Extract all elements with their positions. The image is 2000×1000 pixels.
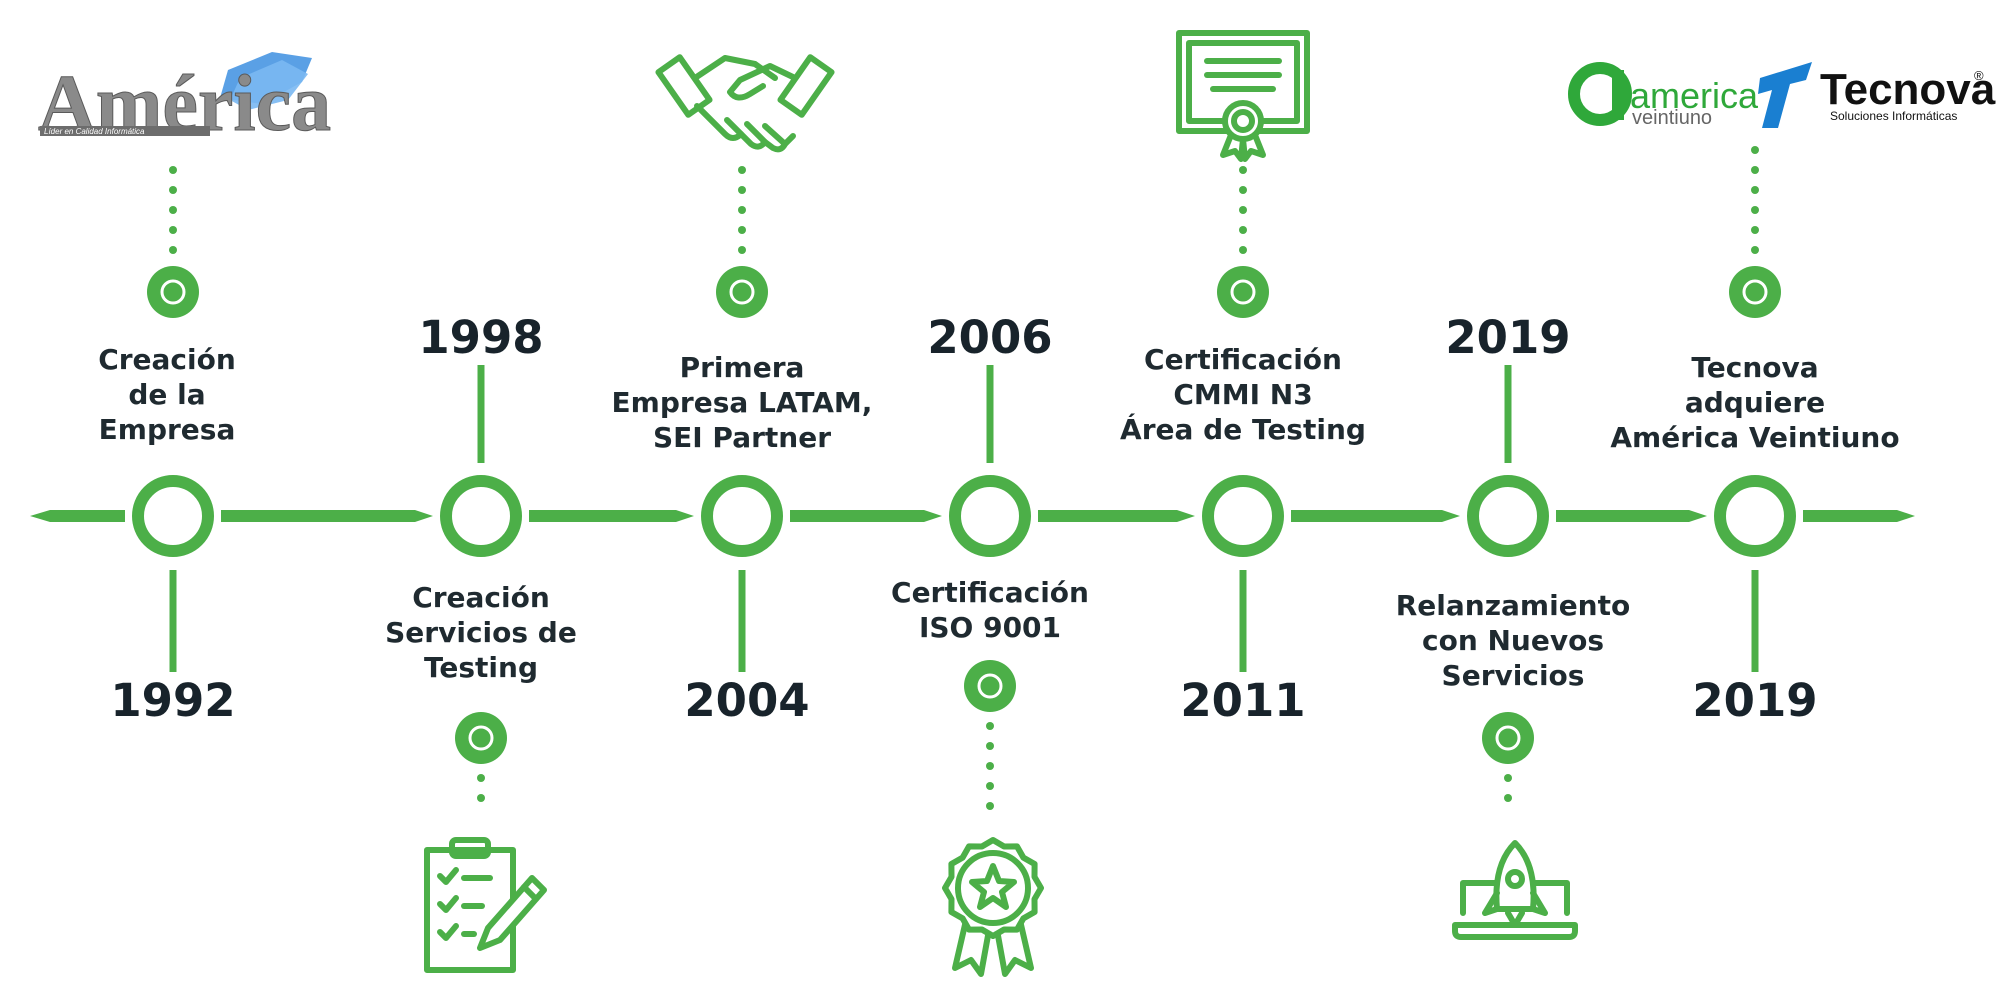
label-2019-acquisition: Tecnova adquiere América Veintiuno: [1610, 351, 1900, 454]
dot-2011: [1239, 226, 1247, 234]
dot-1992: [169, 246, 177, 254]
timeline-stems: [169, 365, 1759, 672]
small-node-1992: [147, 266, 199, 318]
dot-2004: [738, 226, 746, 234]
dot-1992: [169, 186, 177, 194]
dot-2004: [738, 206, 746, 214]
label-1998: Creación Servicios de Testing: [385, 581, 577, 684]
tecnova-registered-mark: ®: [1974, 68, 1984, 83]
main-node-2019-acquisition: [1714, 475, 1796, 557]
stem-2004: [738, 570, 746, 672]
tecnova-tagline: Soluciones Informáticas: [1830, 109, 1957, 123]
dot-2011: [1239, 206, 1247, 214]
year-2006: 2006: [927, 311, 1053, 364]
small-node-center-2019-acquisition: [1742, 279, 1768, 305]
clipboard-checklist-icon: [424, 837, 547, 973]
year-2011: 2011: [1180, 674, 1306, 727]
america-veintiuno-top: america: [1630, 75, 1759, 116]
handshake-icon: [655, 54, 835, 153]
dotted-connectors: [169, 146, 1759, 810]
dot-1992: [169, 206, 177, 214]
year-2004: 2004: [684, 674, 810, 727]
dot-2011: [1239, 186, 1247, 194]
america-xxi-tagline: Líder en Calidad Informática: [44, 127, 145, 136]
label-2019-relaunch: Relanzamiento con Nuevos Servicios: [1395, 589, 1631, 692]
main-node-1992: [132, 475, 214, 557]
small-node-2011: [1217, 266, 1269, 318]
dot-2006: [986, 782, 994, 790]
axis-segment-2: [529, 510, 694, 522]
small-node-center-1998: [468, 725, 494, 751]
dot-2004: [738, 246, 746, 254]
label-2006: Certificación ISO 9001: [891, 576, 1089, 644]
axis-segment-3: [790, 510, 942, 522]
stem-2019-acquisition: [1751, 570, 1759, 672]
small-node-center-2019-relaunch: [1495, 725, 1521, 751]
small-node-center-2004: [729, 279, 755, 305]
label-2004: Primera Empresa LATAM, SEI Partner: [611, 351, 873, 454]
stem-1992: [169, 570, 177, 672]
axis-segment-6: [1556, 510, 1707, 522]
axis-segment-0: [30, 510, 125, 522]
dot-2019-acquisition: [1751, 206, 1759, 214]
dot-2019-acquisition: [1751, 246, 1759, 254]
dot-2006: [986, 762, 994, 770]
stem-2006: [986, 365, 994, 463]
main-node-2019-relaunch: [1467, 475, 1549, 557]
axis-segment-7: [1803, 510, 1915, 522]
small-node-2019-acquisition: [1729, 266, 1781, 318]
year-2019-relaunch: 2019: [1445, 311, 1571, 364]
year-2019-acquisition: 2019: [1692, 674, 1818, 727]
certificate-icon: [1176, 30, 1310, 162]
small-node-2006: [964, 660, 1016, 712]
year-1998: 1998: [418, 311, 544, 364]
year-1992: 1992: [110, 674, 236, 727]
dot-2019-acquisition: [1751, 166, 1759, 174]
dot-2019-acquisition: [1751, 186, 1759, 194]
dot-2019-relaunch: [1504, 794, 1512, 802]
main-node-1998: [440, 475, 522, 557]
label-1992: Creación de la Empresa: [98, 343, 236, 446]
stem-2019-relaunch: [1504, 365, 1512, 463]
small-node-center-1992: [160, 279, 186, 305]
tecnova-wordmark: Tecnova: [1820, 65, 1996, 114]
dot-2019-acquisition: [1751, 226, 1759, 234]
award-badge-icon: [942, 837, 1044, 977]
small-node-1998: [455, 712, 507, 764]
main-node-2011: [1202, 475, 1284, 557]
america-veintiuno-tecnova-logos: america veintiuno Tecnova ® Soluciones I…: [1568, 62, 1996, 129]
rocket-laptop-icon: [1452, 840, 1578, 940]
main-node-2006: [949, 475, 1031, 557]
label-2011: Certificación CMMI N3 Área de Testing: [1120, 343, 1366, 446]
dot-1992: [169, 166, 177, 174]
dot-2006: [986, 742, 994, 750]
dot-2011: [1239, 246, 1247, 254]
dot-2006: [986, 802, 994, 810]
stem-1998: [477, 365, 485, 463]
axis-segment-4: [1038, 510, 1195, 522]
dot-2006: [986, 722, 994, 730]
dot-2019-acquisition: [1751, 146, 1759, 154]
dot-1992: [169, 226, 177, 234]
america-xxi-logo: América Líder en Calidad Informática: [38, 52, 332, 149]
dot-2004: [738, 166, 746, 174]
dot-2011: [1239, 166, 1247, 174]
small-node-center-2011: [1230, 279, 1256, 305]
small-node-2019-relaunch: [1482, 712, 1534, 764]
axis-segment-1: [221, 510, 433, 522]
axis-segment-5: [1291, 510, 1460, 522]
small-node-center-2006: [977, 673, 1003, 699]
dot-2019-relaunch: [1504, 774, 1512, 782]
main-node-2004: [701, 475, 783, 557]
dot-2004: [738, 186, 746, 194]
dot-1998: [477, 774, 485, 782]
dot-1998: [477, 794, 485, 802]
small-node-2004: [716, 266, 768, 318]
timeline-nodes: [132, 266, 1796, 764]
stem-2011: [1239, 570, 1247, 672]
timeline-axis: [30, 510, 1915, 522]
america-veintiuno-bottom: veintiuno: [1632, 107, 1712, 129]
